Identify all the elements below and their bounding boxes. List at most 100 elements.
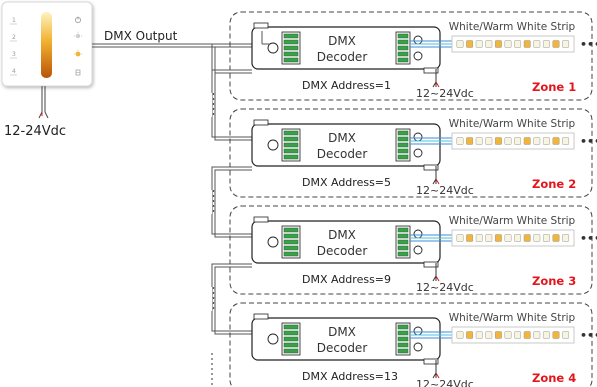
dmx-address-label: DMX Address=9 [302,273,391,286]
strip-body [451,229,575,247]
led-chip [456,40,464,48]
terminal-screw [397,251,409,257]
led-chip [485,137,493,145]
terminal-screw [283,51,299,57]
zones-layer: DMX Decoder ••• White/Warm White Strip 12~24… [208,11,597,387]
mounting-tab [253,216,269,223]
terminal-screw [283,148,299,154]
terminal-screw [283,330,299,336]
led-chip [552,40,560,48]
led-strip [451,229,575,247]
power-terminal-icon [413,148,423,158]
decoder-power-wire [432,81,437,88]
power-terminal-icon [413,342,423,352]
mounting-tab [253,22,269,29]
terminal-screw [397,227,409,233]
controller-power-wire [38,86,49,119]
terminal-screw [397,148,409,154]
strip-label: White/Warm White Strip [449,118,576,130]
mounting-tab [253,313,269,320]
strip-body [451,35,575,53]
led-chip [494,40,502,48]
terminal-screw [283,227,299,233]
led-chip [475,137,483,145]
dmx-decoder: DMX Decoder [251,313,441,365]
led-chip [504,234,512,242]
terminal-screw [397,342,409,348]
terminal-screw [397,51,409,57]
zone-power-label: 12~24Vdc [416,87,474,100]
address-dial-icon[interactable] [267,139,279,151]
strip-label: White/Warm White Strip [449,21,576,33]
zone-power-label: 12~24Vdc [416,378,474,387]
controller-power-label: 12-24Vdc [4,124,66,139]
terminal-screw [283,251,299,257]
decoder-power-wire [435,81,440,88]
terminal-screw [397,142,409,148]
strip-continuation: ••• [580,38,597,51]
led-chip [475,40,483,48]
terminal-screw [397,245,409,251]
led-chip [494,331,502,339]
address-dial-icon[interactable] [267,236,279,248]
decoder-power-wire [432,275,437,282]
led-chip [514,331,522,339]
led-chip [466,234,474,242]
terminal-screw [283,245,299,251]
led-chip [494,234,502,242]
dmx-address-label: DMX Address=13 [302,370,398,383]
decoder-label: DMX [328,131,356,145]
terminal-screw [397,45,409,51]
terminal-screw [397,233,409,239]
strip-body [451,132,575,150]
led-chip [562,234,570,242]
led-chip [514,40,522,48]
power-icon[interactable] [75,16,82,23]
decoder-label: DMX [328,34,356,48]
terminal-screw [283,130,299,136]
brightness-slider[interactable] [41,12,52,78]
decoder-label: DMX [328,228,356,242]
led-chip [485,40,493,48]
warm-white-icon[interactable] [73,49,83,57]
led-chip [504,137,512,145]
led-chip [485,331,493,339]
decoder-label: DMX [328,325,356,339]
decoder-power-wire [435,178,440,185]
led-chip [533,40,541,48]
cool-white-icon[interactable] [74,31,82,39]
terminal-screw [283,45,299,51]
decoder-label: Decoder [317,244,368,258]
led-chip [533,137,541,145]
zone-label: Zone 4 [532,371,576,385]
svg-text:· · · ·: · · · · [43,80,49,84]
terminal-screw [283,239,299,245]
led-chip [542,40,550,48]
led-chip [542,137,550,145]
led-strip [451,35,575,53]
dmx-output-wire [92,43,262,48]
led-chip [552,331,560,339]
terminal-screw [397,57,409,63]
terminal-screw [397,324,409,330]
led-chip [456,331,464,339]
scene-icon[interactable] [75,69,81,76]
zone-boundary [229,11,593,101]
terminal-screw [397,154,409,160]
strip-continuation: ••• [580,232,597,245]
led-chip [562,331,570,339]
led-chip [542,331,550,339]
strip-body [451,326,575,344]
led-strip [451,132,575,150]
address-dial-icon[interactable] [267,42,279,54]
dmx-address-label: DMX Address=5 [302,176,391,189]
decoder-label: Decoder [317,341,368,355]
led-chip [456,137,464,145]
terminal-screw [283,342,299,348]
led-chip [562,40,570,48]
strip-label: White/Warm White Strip [449,312,576,324]
address-dial-icon[interactable] [267,333,279,345]
controller-zone-number: 2 [12,34,16,41]
led-strip [451,326,575,344]
